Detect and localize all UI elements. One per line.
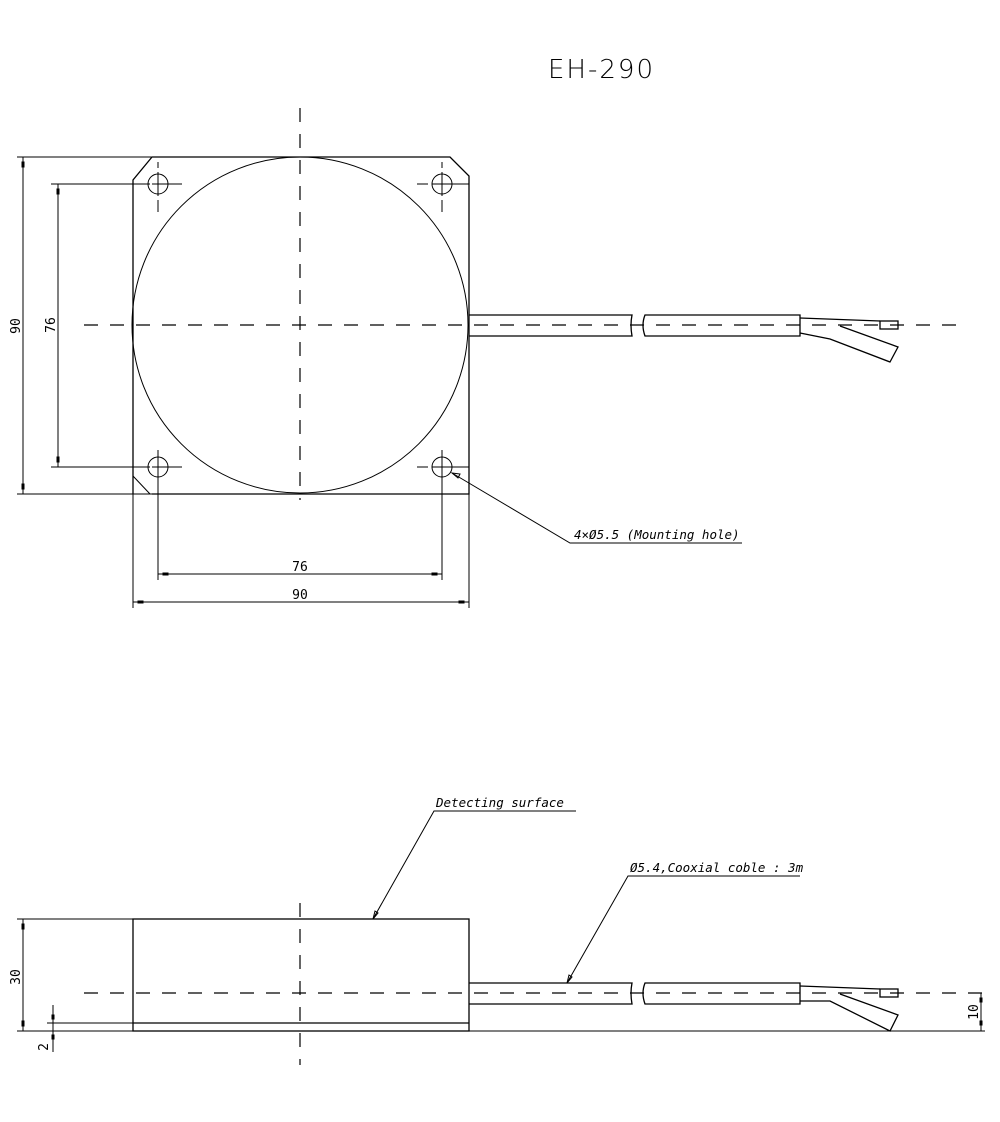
detecting-surface-callout: Detecting surface [372, 795, 576, 920]
cable-side-view [469, 982, 899, 1032]
sensor-body [132, 918, 470, 1032]
detecting-surface-label: Detecting surface [435, 795, 564, 810]
dim-text-cable-height: 10 [967, 1004, 982, 1020]
cable-label: Ø5.4,Cooxial coble : 3m [630, 860, 804, 875]
dim-text-body-height: 30 [9, 969, 24, 985]
plate-outline [132, 156, 470, 495]
mounting-hole-callout: 4×Ø5.5 (Mounting hole) [450, 472, 742, 544]
dimension-cable-height: 10 [967, 993, 983, 1031]
mounting-hole-top-left [138, 162, 182, 212]
drawing-title: EH-290 [548, 55, 655, 85]
dimension-overall-height: 90 [9, 156, 152, 495]
detecting-face-circle [131, 156, 469, 494]
mounting-hole-label: 4×Ø5.5 (Mounting hole) [574, 527, 740, 542]
side-view: 30 2 10 Detecting surface Ø5.4,Cooxial c… [9, 795, 985, 1065]
dim-text-hole-spacing-horizontal: 76 [292, 560, 308, 575]
dimension-hole-spacing-horizontal: 76 [158, 560, 442, 576]
dim-text-overall-width: 90 [292, 588, 308, 603]
dimension-base-offset: 2 [37, 1005, 55, 1052]
mounting-hole-top-right [417, 162, 469, 212]
mounting-hole-bottom-left [138, 450, 182, 580]
dimension-hole-spacing-vertical: 76 [44, 183, 150, 468]
dim-text-base-offset: 2 [37, 1043, 52, 1051]
top-view: 90 76 76 90 4×Ø5.5 (Moun [9, 108, 960, 608]
cable-top-view [469, 314, 899, 363]
dim-text-overall-height: 90 [9, 318, 24, 334]
dim-text-hole-spacing-vertical: 76 [44, 317, 59, 333]
cable-callout: Ø5.4,Cooxial coble : 3m [566, 860, 804, 984]
mounting-hole-bottom-right [417, 450, 469, 580]
dimension-body-height: 30 [9, 919, 25, 1031]
dimension-overall-width: 90 [133, 588, 469, 604]
plate-corner-chamfer [132, 475, 151, 495]
